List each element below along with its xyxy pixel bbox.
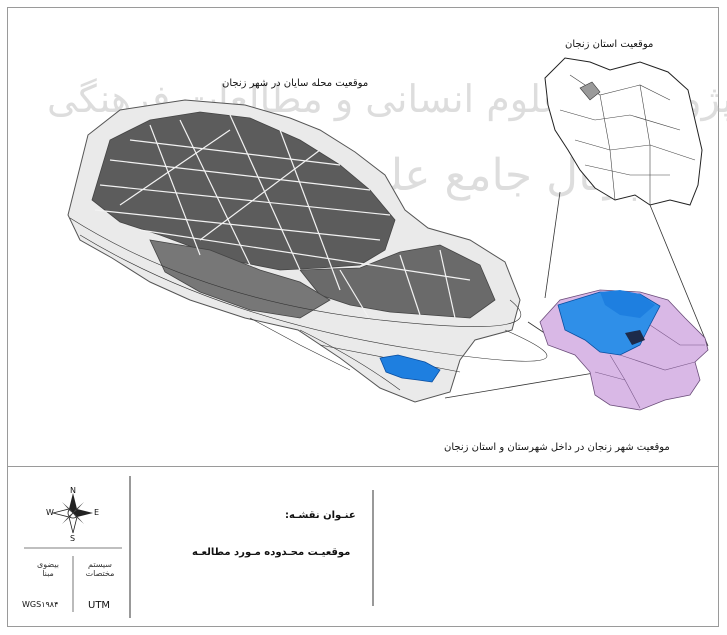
map-title-value: موقعیـت محـدوده مـورد مطالعـه bbox=[192, 547, 351, 558]
province-map bbox=[539, 289, 709, 411]
zanjan-city-marker bbox=[625, 330, 645, 345]
zanjan-province-marker bbox=[579, 81, 601, 101]
north-arrow-icon bbox=[52, 493, 93, 534]
map-title-label: عنـوان نقشـه: bbox=[285, 510, 356, 521]
datum-label: بیضوی مبنا bbox=[37, 560, 59, 578]
compass-s-label: S bbox=[70, 534, 76, 543]
datum-value: WGS۱۹۸۴ bbox=[22, 600, 59, 609]
label-neighborhood-in-city: موقعیت محله سایان در شهر زنجان bbox=[222, 78, 369, 89]
map-frame bbox=[7, 7, 719, 627]
compass-w-label: W bbox=[46, 508, 54, 517]
coord-system-value: UTM bbox=[88, 600, 111, 611]
coord-system-label: سیستم مختصات bbox=[85, 560, 115, 578]
study-area-highlight bbox=[379, 354, 441, 383]
label-province-in-iran: موقعیت استان زنجان bbox=[565, 39, 654, 50]
city-street-map bbox=[67, 99, 548, 403]
iran-outline bbox=[544, 57, 703, 206]
compass-n-label: N bbox=[70, 486, 76, 495]
label-city-in-county: موقعیت شهر زنجان در داخل شهرستان و استان… bbox=[444, 442, 670, 453]
legend-divider bbox=[7, 466, 719, 467]
compass-e-label: E bbox=[94, 508, 100, 517]
connector-lines bbox=[444, 191, 709, 399]
